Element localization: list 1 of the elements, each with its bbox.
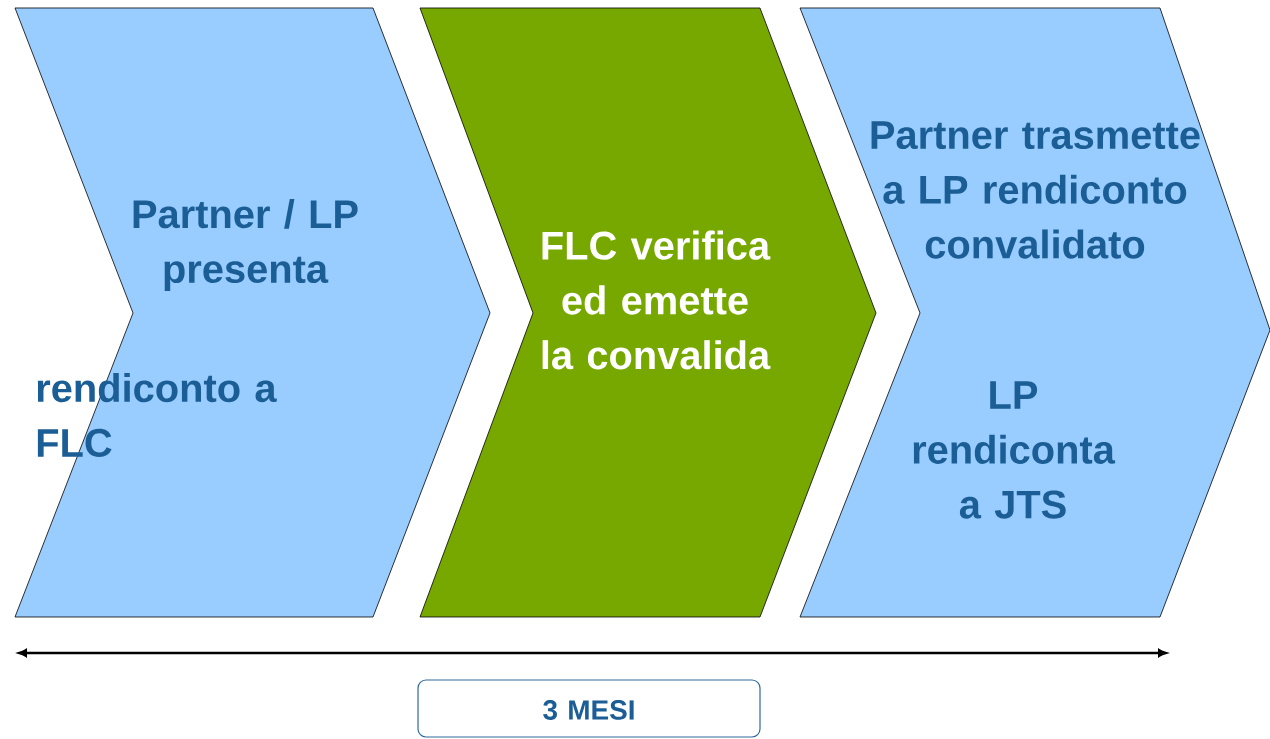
duration-box: 3 MESI [417, 679, 761, 738]
